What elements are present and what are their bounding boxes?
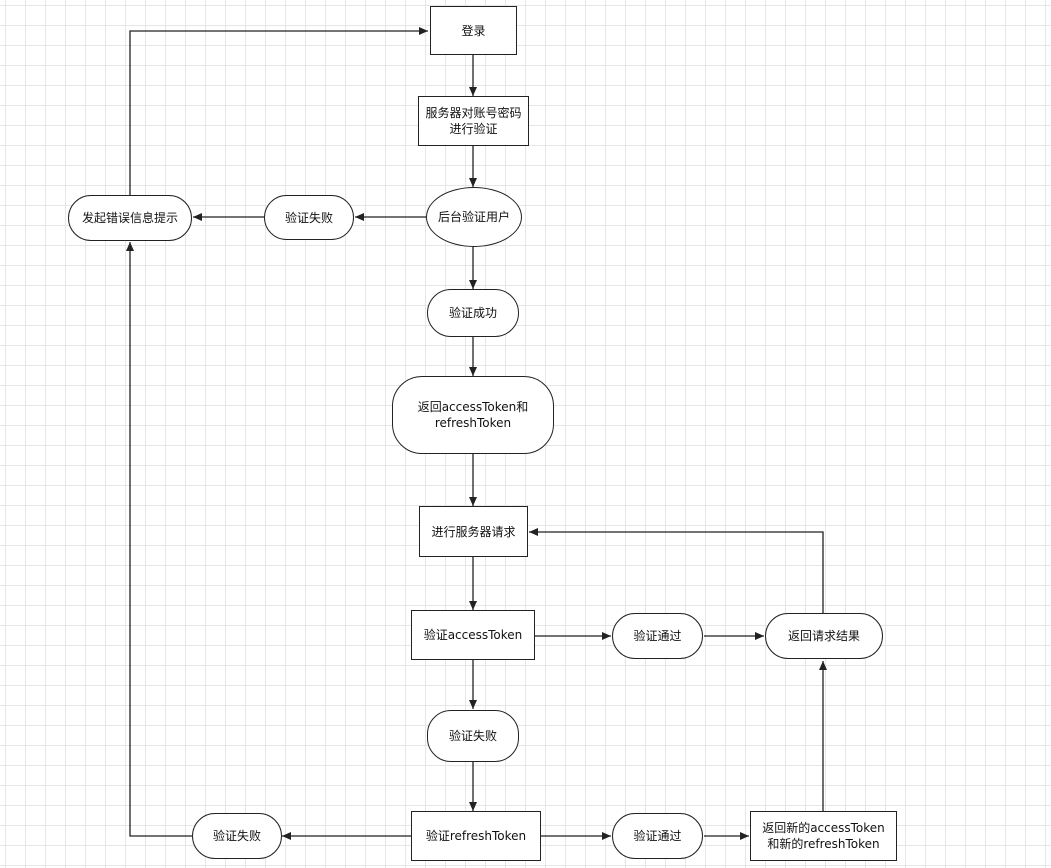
return-new-tokens-node: 返回新的accessToken和新的refreshToken (750, 811, 897, 861)
login-node: 登录 (430, 6, 517, 55)
verify-access-node: 验证accessToken (411, 610, 535, 660)
edge-error-to-login (129, 27, 428, 195)
error-prompt-node: 发起错误信息提示 (68, 195, 192, 241)
return-result-node: 返回请求结果 (765, 613, 883, 659)
verify-success-node: 验证成功 (427, 289, 519, 337)
fail-top-node: 验证失败 (264, 195, 354, 240)
server-check-node: 服务器对账号密码进行验证 (418, 96, 529, 146)
verify-refresh-node: 验证refreshToken (411, 811, 541, 861)
fail-access-node: 验证失败 (427, 710, 519, 762)
pass-access-node: 验证通过 (612, 613, 703, 659)
fail-refresh-node: 验证失败 (192, 813, 282, 859)
pass-refresh-node: 验证通过 (612, 813, 703, 859)
return-tokens-node: 返回accessToken和refreshToken (392, 376, 554, 454)
edge-fail-to-error-up (126, 242, 192, 837)
edge-result-to-request (529, 528, 824, 613)
server-request-node: 进行服务器请求 (419, 506, 528, 557)
backend-verify-node: 后台验证用户 (426, 187, 522, 247)
